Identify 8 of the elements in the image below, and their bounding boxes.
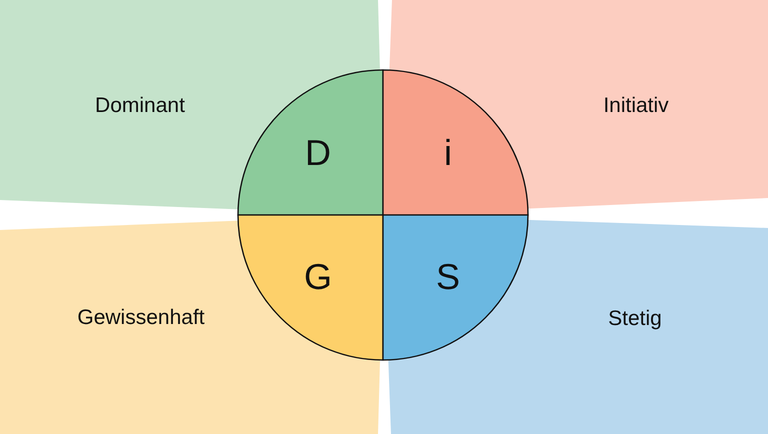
- type-letter: G: [304, 256, 332, 298]
- type-letter: S: [436, 256, 460, 298]
- type-label: Dominant: [95, 94, 185, 118]
- type-label: Gewissenhaft: [77, 306, 205, 330]
- type-label: Initiativ: [603, 94, 669, 118]
- type-letter: i: [444, 132, 452, 174]
- type-label: Stetig: [608, 307, 662, 331]
- type-letter: D: [305, 132, 331, 174]
